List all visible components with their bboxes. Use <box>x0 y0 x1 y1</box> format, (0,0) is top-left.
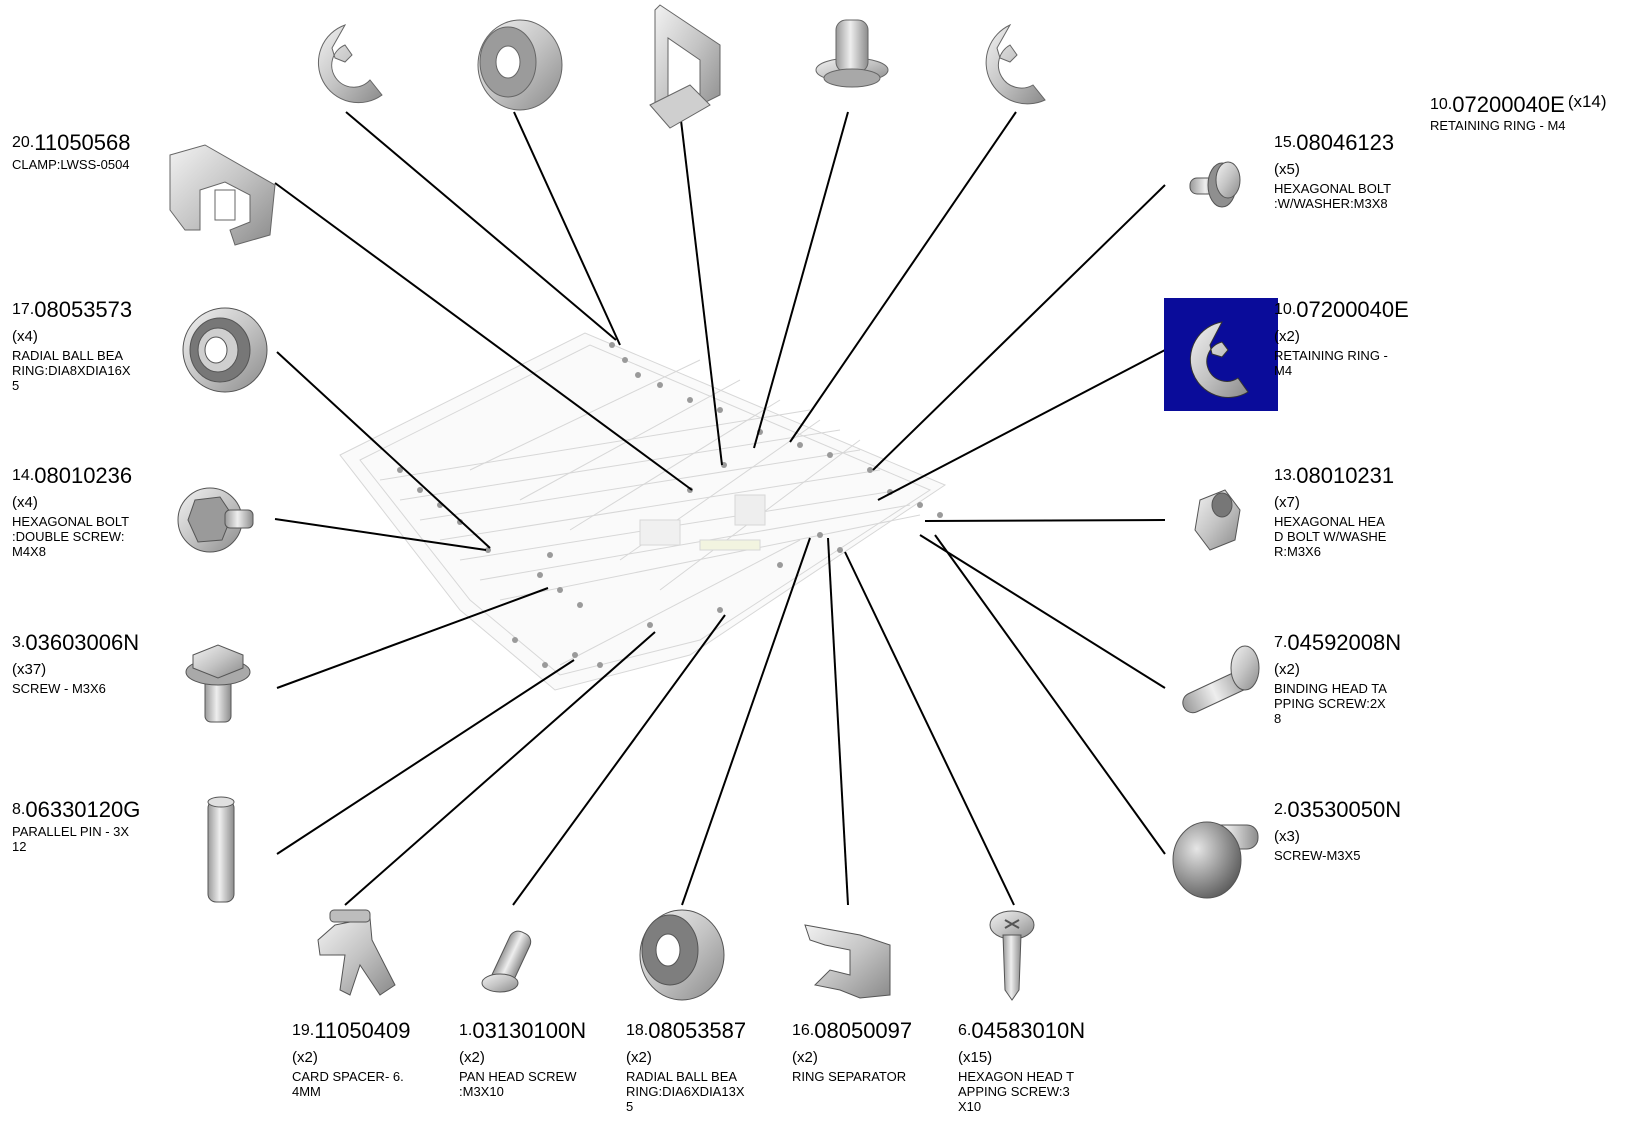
hex-screw-icon <box>185 644 251 723</box>
part-label-18: 18.08053587 (x2) RADIAL BALL BEA RING:DI… <box>626 1018 747 1114</box>
retaining-ring-icon <box>1189 321 1249 398</box>
cable-clamp-icon <box>169 144 276 246</box>
retaining-ring-icon <box>985 23 1046 105</box>
part-label-17: 17.08053573 (x4) RADIAL BALL BEA RING:DI… <box>12 297 133 393</box>
bracket-clip-icon <box>649 4 721 129</box>
spacer-ring-icon <box>477 19 563 111</box>
part-label-14: 14.08010236 (x4) HEXAGONAL BOLT :DOUBLE … <box>12 463 133 559</box>
ring-separator-icon <box>804 924 891 999</box>
part-label-10: 10.07200040E (x2) RETAINING RING - M4 <box>1274 297 1409 378</box>
part-label-15: 15.08046123 (x5) HEXAGONAL BOLT :W/WASHE… <box>1274 130 1395 211</box>
part-label-6: 6.04583010N (x15) HEXAGON HEAD T APPING … <box>958 1018 1086 1114</box>
part-label-3: 3.03603006N (x37) SCREW - M3X6 <box>12 630 140 696</box>
part-label-20: 20.11050568 CLAMP:LWSS-0504 <box>12 130 131 173</box>
part-label-1: 1.03130100N (x2) PAN HEAD SCREW :M3X10 <box>459 1018 587 1099</box>
binding-screw-icon <box>1182 645 1260 714</box>
push-pin-icon <box>815 19 889 88</box>
parallel-pin-icon <box>207 796 235 903</box>
pan-head-screw-icon <box>481 930 532 993</box>
part-label-10-top: 10.07200040E(x14) RETAINING RING - M4 <box>1430 92 1607 134</box>
card-spacer-icon <box>317 909 396 996</box>
retaining-ring-icon <box>317 24 383 104</box>
part-label-16: 16.08050097 (x2) RING SEPARATOR <box>792 1018 913 1084</box>
ball-bearing-small-icon <box>639 909 725 1001</box>
hex-bolt-double-icon <box>177 487 254 553</box>
part-label-19: 19.11050409 (x2) CARD SPACER- 6. 4MM <box>292 1018 411 1099</box>
hex-bolt-washer-icon <box>1189 161 1241 208</box>
part-label-7: 7.04592008N (x2) BINDING HEAD TA PPING S… <box>1274 630 1402 726</box>
part-label-8: 8.06330120G PARALLEL PIN - 3X 12 <box>12 797 141 855</box>
frame-assembly <box>339 332 947 691</box>
leader-lines <box>274 111 1166 906</box>
hex-head-bolt-icon <box>1194 489 1241 551</box>
pan-screw-icon <box>1172 821 1259 899</box>
part-label-2: 2.03530050N (x3) SCREW-M3X5 <box>1274 797 1402 863</box>
tapping-screw-icon <box>989 910 1035 1001</box>
part-label-13: 13.08010231 (x7) HEXAGONAL HEA D BOLT W/… <box>1274 463 1395 559</box>
ball-bearing-icon <box>182 307 268 393</box>
